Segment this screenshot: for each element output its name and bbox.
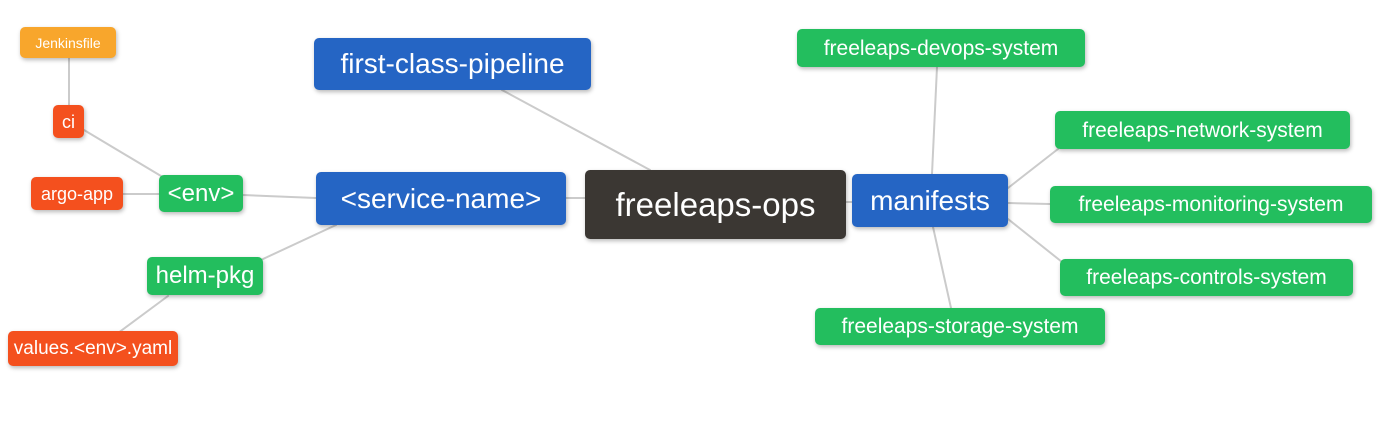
node-freeleaps-storage-system[interactable]: freeleaps-storage-system <box>815 308 1105 345</box>
node-freeleaps-monitoring-system[interactable]: freeleaps-monitoring-system <box>1050 186 1372 223</box>
edge-first-class-pipeline--freeleaps-ops <box>501 89 651 171</box>
edge-manifests--freeleaps-devops-system <box>931 66 938 175</box>
edge-helm-pkg--service-name <box>262 224 337 260</box>
node-service-name[interactable]: <service-name> <box>316 172 566 225</box>
edge-manifests--freeleaps-monitoring-system <box>1007 202 1051 205</box>
edge-ci--env <box>83 129 162 177</box>
node-values-env-yaml[interactable]: values.<env>.yaml <box>8 331 178 366</box>
node-argo-app[interactable]: argo-app <box>31 177 123 210</box>
node-env[interactable]: <env> <box>159 175 243 212</box>
node-freeleaps-network-system[interactable]: freeleaps-network-system <box>1055 111 1350 149</box>
node-freeleaps-devops-system[interactable]: freeleaps-devops-system <box>797 29 1085 67</box>
edge-values-env-yaml--helm-pkg <box>117 295 169 334</box>
node-manifests[interactable]: manifests <box>852 174 1008 227</box>
edge-manifests--freeleaps-controls-system <box>1007 218 1063 263</box>
node-first-class-pipeline[interactable]: first-class-pipeline <box>314 38 591 90</box>
edge-manifests--freeleaps-network-system <box>1007 148 1059 189</box>
node-jenkinsfile[interactable]: Jenkinsfile <box>20 27 116 58</box>
edge-env--service-name <box>242 194 317 199</box>
node-freeleaps-controls-system[interactable]: freeleaps-controls-system <box>1060 259 1353 296</box>
node-freeleaps-ops[interactable]: freeleaps-ops <box>585 170 846 239</box>
edge-manifests--freeleaps-storage-system <box>932 226 952 309</box>
node-ci[interactable]: ci <box>53 105 84 138</box>
node-helm-pkg[interactable]: helm-pkg <box>147 257 263 295</box>
